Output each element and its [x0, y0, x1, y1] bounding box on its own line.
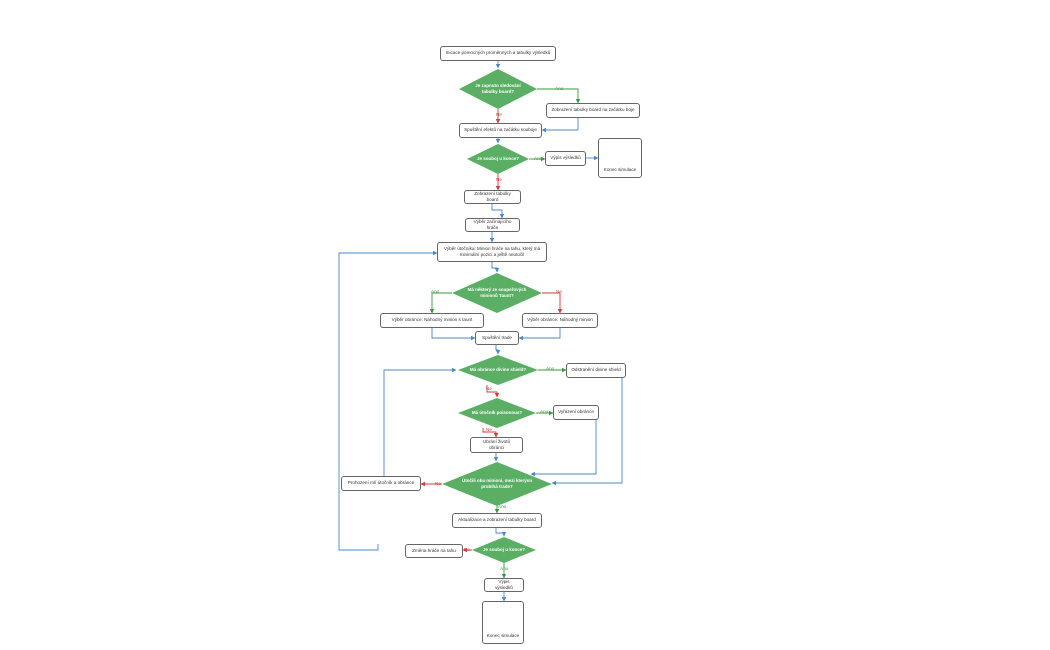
hp-loss-box[interactable]: Ubrání životů obránci [470, 437, 523, 453]
decision-both-minions [442, 462, 552, 506]
no-label: Ne [496, 112, 502, 117]
decision-taunt-text: Má některý ze soupeřových minionů Taunt? [467, 286, 527, 298]
start-trade-box[interactable]: Spuštění trade [475, 331, 519, 345]
end-simulation-label: Konec simulace [603, 167, 637, 172]
results-box-2[interactable]: Výpis výsledků [484, 578, 524, 592]
remove-shield-box[interactable]: Odstranění divine shield [566, 363, 626, 378]
yes-label: Ano [555, 86, 564, 91]
start-effects-box[interactable]: Spuštění efektů na začátku souboje [459, 123, 542, 138]
decision-divine-shield-text: Má obránce divine shield? [469, 366, 527, 372]
pick-attacker-box[interactable]: Výběr útočníka: Minion hráče na tahu, kt… [437, 242, 547, 262]
pick-start-player-box[interactable]: Výběr začínajícího hráče [465, 218, 520, 232]
no-label: Ne [486, 427, 492, 432]
decision-fight-end-1 [467, 144, 529, 174]
decision-poisonous [458, 398, 536, 428]
decision-fight-end-2-text: Je souboj u konce? [482, 546, 525, 552]
decision-fight-end-1-text: Je souboj u konce? [476, 155, 519, 161]
no-label: Ne [556, 289, 562, 294]
end-simulation-card-1[interactable]: Konec simulace [598, 138, 642, 178]
pick-defender-random-box[interactable]: Výběr obránce: Náhodný minion [522, 313, 598, 328]
yes-label: Ano [540, 409, 549, 414]
no-label: Ne [464, 547, 470, 552]
no-label: Ne [435, 481, 441, 486]
results-box-1[interactable]: Výpis výsledků [545, 151, 586, 166]
decision-board-enabled [459, 69, 537, 109]
yes-label: Ano [546, 366, 555, 371]
init-box[interactable]: Inicace pomocných proměnných a tabulky v… [440, 46, 556, 61]
yes-label: Ano [500, 566, 509, 571]
decision-both-minions-text: Útočili oba minioni, mezi kterými probíh… [461, 477, 532, 489]
no-label: Ne [486, 386, 492, 391]
decision-taunt [452, 273, 542, 313]
decision-poisonous-text: Má útočník poisonous? [471, 409, 523, 415]
kill-defender-box[interactable]: Vyřazení obránce [553, 405, 599, 420]
show-board-box[interactable]: Zobrazení tabulky board [464, 190, 521, 204]
end-simulation-card-2[interactable]: Konec simulace [482, 601, 524, 644]
yes-label: Ano [431, 289, 440, 294]
show-board-start-box[interactable]: Zobrazení tabulky board na začátku boje [546, 103, 640, 118]
decision-divine-shield [458, 355, 538, 385]
swap-roles-box[interactable]: Prohození rolí útočník a obránce [341, 476, 421, 491]
pick-defender-taunt-box[interactable]: Výběr obránce: Náhodný minion s taunt [380, 313, 484, 328]
switch-player-box[interactable]: Změna hráče na tahu [405, 544, 463, 558]
no-label: Ne [496, 177, 502, 182]
decision-fight-end-2 [472, 537, 536, 563]
decision-board-enabled-text: Je zapnuto sledování tabulky board? [475, 82, 521, 94]
yes-label: Ano [498, 504, 507, 509]
update-board-box[interactable]: Aktualizace a zobrazení tabulky board [452, 513, 542, 528]
yes-label: Ano [534, 156, 543, 161]
end-simulation-label: Konec simulace [486, 633, 520, 638]
